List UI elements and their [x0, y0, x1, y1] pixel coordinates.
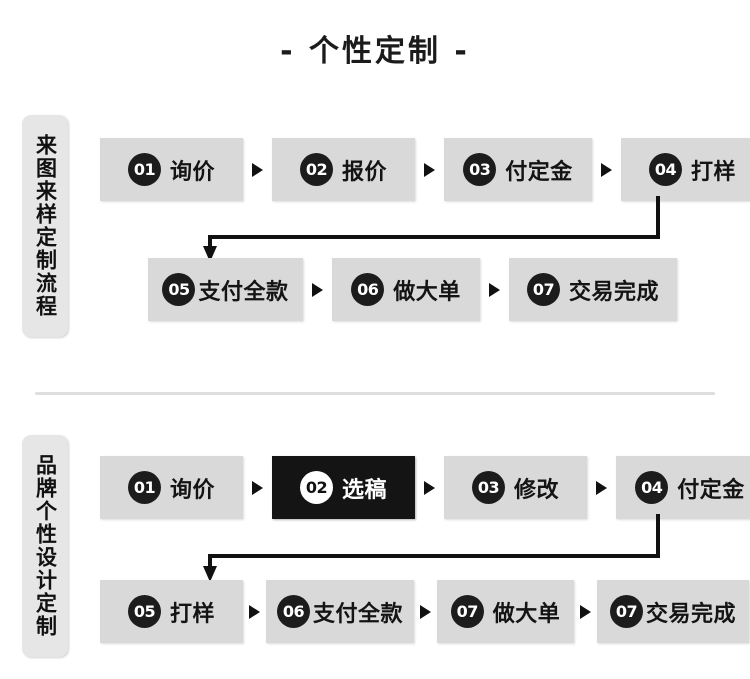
flow-section-made-to-order: 来图来样定制流程 01 询价 02 报价 03 付定金 04 打样 [0, 112, 750, 342]
step-number-badge: 02 [299, 471, 333, 504]
step-label: 付定金 [677, 477, 745, 503]
flow-step[interactable]: 03 修改 [444, 456, 587, 519]
flow-step[interactable]: 02 报价 [272, 138, 415, 201]
flow-step[interactable]: 04 付定金 [616, 456, 750, 519]
step-number-badge: 06 [277, 595, 310, 628]
flow-section-brand-custom-design: 品牌个性设计定制 01 询价 02 选稿 03 修改 04 付定金 [0, 432, 750, 667]
flow-step-active[interactable]: 02 选稿 [272, 456, 415, 519]
step-number-badge: 04 [648, 153, 682, 186]
step-number-badge: 07 [450, 595, 484, 628]
flow-step[interactable]: 01 询价 [100, 456, 243, 519]
side-label-text: 品牌个性设计定制 [33, 454, 58, 638]
step-label: 打样 [690, 159, 736, 185]
step-label: 付定金 [505, 159, 573, 185]
triangle-right-icon [601, 162, 612, 177]
step-label: 修改 [513, 477, 559, 503]
step-label: 支付全款 [198, 279, 289, 305]
triangle-right-icon [489, 282, 500, 297]
step-row-top: 01 询价 02 报价 03 付定金 04 打样 [100, 138, 750, 201]
triangle-right-icon [420, 604, 431, 619]
flow-step[interactable]: 01 询价 [100, 138, 243, 201]
step-number-badge: 03 [463, 153, 497, 186]
step-number-badge: 01 [127, 153, 161, 186]
flow-step[interactable]: 06 做大单 [332, 258, 480, 321]
triangle-right-icon [252, 480, 263, 495]
triangle-right-icon [596, 480, 607, 495]
flow-step[interactable]: 05 支付全款 [148, 258, 303, 321]
triangle-right-icon [424, 162, 435, 177]
step-label: 报价 [341, 159, 387, 185]
elbow-arrow-down-icon [203, 196, 660, 262]
flow-step[interactable]: 04 打样 [621, 138, 750, 201]
step-label: 选稿 [341, 477, 387, 503]
step-label: 打样 [169, 601, 215, 627]
step-number-badge: 07 [526, 273, 560, 306]
step-number-badge: 04 [635, 471, 669, 504]
flow-step[interactable]: 05 打样 [100, 580, 243, 643]
step-label: 支付全款 [313, 601, 404, 627]
triangle-right-icon [249, 604, 260, 619]
flow-step[interactable]: 07 交易完成 [509, 258, 677, 321]
step-number-badge: 06 [351, 273, 385, 306]
side-label-text: 来图来样定制流程 [33, 134, 58, 318]
step-label: 做大单 [393, 279, 461, 305]
section-divider [35, 392, 715, 395]
triangle-right-icon [424, 480, 435, 495]
step-number-badge: 07 [610, 595, 643, 628]
step-number-badge: 05 [162, 273, 196, 306]
step-number-badge: 05 [127, 595, 161, 628]
triangle-right-icon [252, 162, 263, 177]
step-label: 询价 [169, 477, 215, 503]
step-row-top: 01 询价 02 选稿 03 修改 04 付定金 [100, 456, 750, 519]
step-row-bottom: 05 支付全款 06 做大单 07 交易完成 [148, 258, 677, 321]
step-label: 交易完成 [568, 279, 659, 305]
step-number-badge: 03 [471, 471, 505, 504]
flow-step[interactable]: 03 付定金 [444, 138, 592, 201]
section-side-label: 品牌个性设计定制 [22, 435, 68, 657]
page-title: - 个性定制 - [280, 34, 470, 69]
elbow-arrow-down-icon [203, 514, 660, 582]
section-side-label: 来图来样定制流程 [22, 115, 68, 337]
step-number-badge: 02 [299, 153, 333, 186]
step-number-badge: 01 [127, 471, 161, 504]
step-label: 做大单 [492, 601, 561, 627]
step-label: 交易完成 [646, 601, 737, 627]
flow-step[interactable]: 06 支付全款 [266, 580, 414, 643]
flow-step[interactable]: 07 做大单 [437, 580, 574, 643]
step-label: 询价 [169, 159, 215, 185]
triangle-right-icon [312, 282, 323, 297]
triangle-right-icon [580, 604, 591, 619]
flow-step[interactable]: 07 交易完成 [597, 580, 749, 643]
step-row-bottom: 05 打样 06 支付全款 07 做大单 07 交易完成 [100, 580, 749, 643]
